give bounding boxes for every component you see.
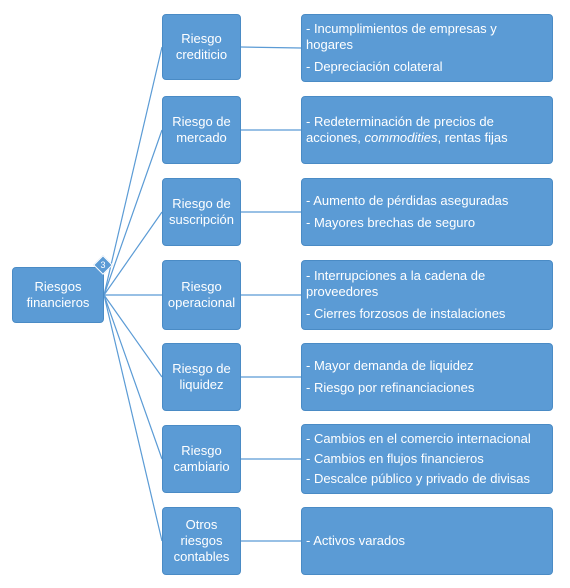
branch-credit: Riesgo crediticio <box>162 14 241 80</box>
branch-accounting: Otros riesgos contables <box>162 507 241 575</box>
connector-root-branch <box>103 129 163 296</box>
branch-underwriting: Riesgo de suscripción <box>162 178 241 246</box>
root-node: Riesgos financieros <box>12 267 104 323</box>
connector-root-branch <box>103 294 163 460</box>
detail-item: - Mayores brechas de seguro <box>306 215 476 230</box>
detail-item: - Depreciación colateral <box>306 59 443 74</box>
root-label: Riesgos financieros <box>26 279 90 310</box>
detail-exchange: - Cambios en el comercio internacional -… <box>301 424 553 494</box>
branch-market: Riesgo de mercado <box>162 96 241 164</box>
branch-exchange: Riesgo cambiario <box>162 425 241 493</box>
detail-item: - Incumplimientos de empresas y hogares <box>306 21 497 52</box>
detail-item: - Cambios en flujos financieros <box>306 451 484 466</box>
detail-market: - Redeterminación de precios de acciones… <box>301 96 553 164</box>
branch-liquidity: Riesgo de liquidez <box>162 343 241 411</box>
detail-liquidity: - Mayor demanda de liquidez - Riesgo por… <box>301 343 553 411</box>
branch-label: Riesgo crediticio <box>175 31 228 62</box>
detail-item: - Descalce público y privado de divisas <box>306 471 530 486</box>
connector-root-branch <box>103 46 163 296</box>
detail-credit: - Incumplimientos de empresas y hogares … <box>301 14 553 82</box>
branch-label: Otros riesgos contables <box>173 517 230 564</box>
branch-operational: Riesgo operacional <box>162 260 241 330</box>
branch-label: Riesgo de liquidez <box>172 361 231 392</box>
detail-item: - Redeterminación de precios de acciones… <box>306 114 508 145</box>
detail-item: - Interrupciones a la cadena de proveedo… <box>306 268 486 299</box>
detail-operational: - Interrupciones a la cadena de proveedo… <box>301 260 553 330</box>
detail-item: - Activos varados <box>306 533 405 548</box>
connector-root-branch <box>103 211 163 296</box>
connector-branch-detail <box>240 46 302 49</box>
detail-item: - Cierres forzosos de instalaciones <box>306 306 506 321</box>
connector-root-branch <box>103 294 163 378</box>
detail-item: - Cambios en el comercio internacional <box>306 431 531 446</box>
detail-item: - Aumento de pérdidas aseguradas <box>306 193 509 208</box>
detail-item: - Riesgo por refinanciaciones <box>306 380 475 395</box>
branch-label: Riesgo operacional <box>167 279 236 310</box>
detail-item: - Mayor demanda de liquidez <box>306 358 474 373</box>
connector-root-branch <box>103 294 163 542</box>
branch-label: Riesgo de mercado <box>172 114 231 145</box>
collapse-badge-count: 3 <box>100 260 106 270</box>
detail-accounting: - Activos varados <box>301 507 553 575</box>
detail-underwriting: - Aumento de pérdidas aseguradas - Mayor… <box>301 178 553 246</box>
branch-label: Riesgo de suscripción <box>168 196 235 227</box>
branch-label: Riesgo cambiario <box>173 443 230 474</box>
